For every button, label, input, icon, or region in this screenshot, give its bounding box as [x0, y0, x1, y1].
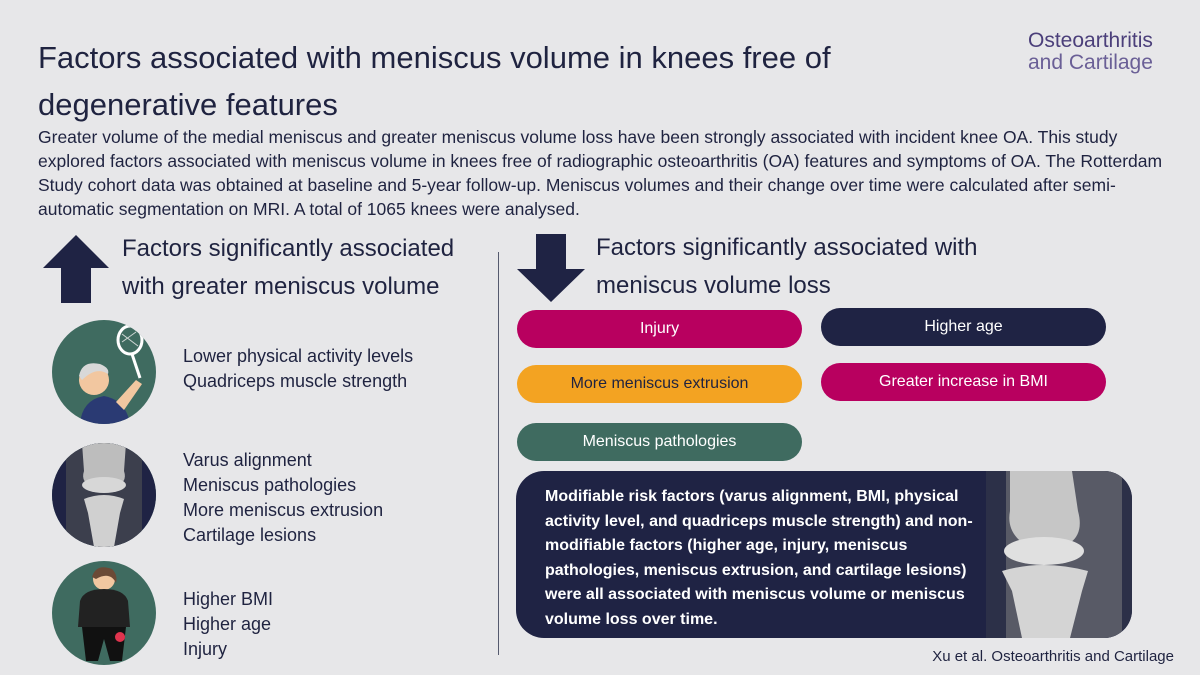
- factor-item: More meniscus extrusion: [183, 500, 384, 520]
- factor-item: Injury: [183, 639, 228, 659]
- citation: Xu et al. Osteoarthritis and Cartilage: [932, 648, 1174, 665]
- knee-bone-icon: [986, 471, 1132, 638]
- knee-xray-icon: [52, 443, 156, 547]
- factor-pill-meniscus-extrusion: More meniscus extrusion: [517, 365, 802, 403]
- summary-text: Modifiable risk factors (varus alignment…: [545, 488, 973, 628]
- column-divider: [498, 252, 499, 655]
- arrow-down-icon: [517, 234, 585, 302]
- intro-paragraph: Greater volume of the medial meniscus an…: [38, 127, 1163, 219]
- arrow-up-icon: [43, 235, 109, 303]
- tennis-player-icon: [52, 320, 156, 424]
- journal-logo: Osteoarthritis and Cartilage: [1028, 30, 1153, 74]
- factor-group-2: Varus alignment Meniscus pathologies Mor…: [183, 448, 383, 548]
- factor-item: Higher age: [183, 614, 272, 634]
- page-title: Factors associated with meniscus volume …: [38, 40, 831, 122]
- factor-group-1: Lower physical activity levels Quadricep…: [183, 344, 413, 394]
- factor-item: Varus alignment: [183, 450, 312, 470]
- factor-item: Lower physical activity levels: [183, 346, 414, 366]
- factor-pill-meniscus-pathologies: Meniscus pathologies: [517, 423, 802, 461]
- factor-item: Higher BMI: [183, 589, 274, 609]
- right-heading: Factors significantly associated with me…: [596, 234, 978, 299]
- factor-item: Meniscus pathologies: [183, 475, 357, 495]
- factor-pill-higher-age: Higher age: [821, 308, 1106, 346]
- summary-box: Modifiable risk factors (varus alignment…: [516, 471, 1132, 638]
- factor-pill-injury: Injury: [517, 310, 802, 348]
- left-heading: Factors significantly associated with gr…: [122, 235, 455, 300]
- logo-line-2: and Cartilage: [1028, 51, 1153, 74]
- factor-group-3: Higher BMI Higher age Injury: [183, 587, 273, 662]
- logo-line-1: Osteoarthritis: [1028, 29, 1153, 52]
- factor-pill-bmi-increase: Greater increase in BMI: [821, 363, 1106, 401]
- factor-item: Cartilage lesions: [183, 525, 317, 545]
- factor-item: Quadriceps muscle strength: [183, 371, 408, 391]
- overweight-person-icon: [52, 561, 156, 665]
